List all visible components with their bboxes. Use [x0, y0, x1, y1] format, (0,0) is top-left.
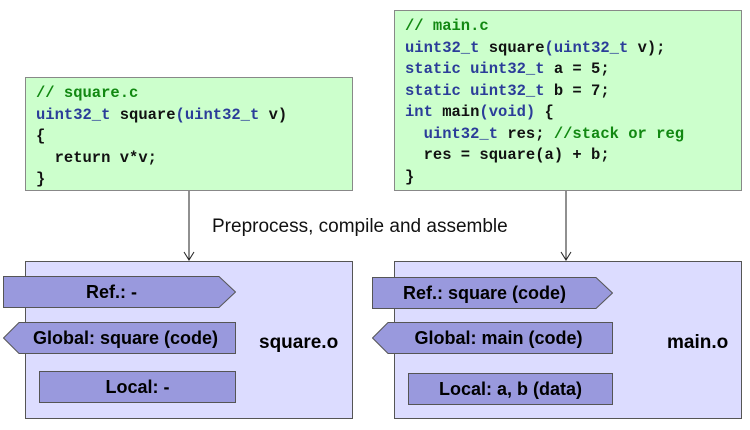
compile-caption: Preprocess, compile and assemble — [212, 216, 508, 237]
code-line: // square.c — [36, 83, 342, 105]
square-o-global-tag: Global: square (code) — [3, 322, 236, 354]
code-token: ( — [544, 38, 554, 57]
code-token: b = 7; — [544, 81, 610, 100]
code-line: uint32_t res; //stack or reg — [405, 124, 731, 146]
code-token: uint32_t — [184, 105, 260, 124]
code-token: v); — [628, 38, 666, 57]
global-arrow-shape — [372, 322, 613, 354]
code-token: ( — [175, 105, 185, 124]
code-token: uint32_t — [405, 38, 480, 57]
code-token: a = 5; — [544, 60, 610, 78]
square-o-local-label: Local: - — [105, 376, 170, 397]
code-token: uint32_t — [405, 124, 499, 143]
code-line: uint32_t square(uint32_t v); — [405, 38, 731, 60]
code-line: { — [36, 126, 342, 148]
code-token: (void) — [479, 103, 536, 121]
code-token: v) — [259, 105, 288, 124]
code-token: square — [479, 38, 545, 57]
main-o-local-label: Local: a, b (data) — [438, 378, 582, 399]
main-o-ref-label: Ref.: square (code) — [402, 282, 567, 303]
code-token: } — [405, 167, 415, 186]
code-token: main — [432, 103, 480, 121]
arrow-square-compile — [183, 191, 195, 261]
main-o-name: main.o — [667, 332, 729, 353]
code-token: square — [110, 105, 176, 124]
code-token: uint32_t — [36, 105, 111, 124]
square-o-name: square.o — [259, 332, 339, 353]
code-token: { — [535, 103, 554, 121]
code-line: static uint32_t a = 5; — [405, 59, 731, 81]
main-o-ref-tag: Ref.: square (code) — [372, 277, 613, 309]
code-token: res; — [498, 124, 554, 143]
main-o-global-tag: Global: main (code) — [372, 322, 613, 354]
code-line: int main(void) { — [405, 102, 731, 124]
code-line: res = square(a) + b; — [405, 145, 731, 167]
code-token: //stack or reg — [553, 124, 685, 143]
arrow-main-compile — [560, 191, 572, 261]
code-line: return v*v; — [36, 148, 342, 170]
code-line: // main.c — [405, 16, 731, 38]
code-token: // main.c — [405, 17, 489, 35]
global-arrow-shape — [3, 322, 236, 354]
square-o-ref-label: Ref.: - — [86, 281, 137, 302]
ref-arrow-shape — [3, 276, 236, 308]
code-token: static uint32_t — [405, 60, 545, 78]
code-token: int — [405, 103, 433, 121]
code-token: { — [36, 127, 46, 145]
square-o-global-label: Global: square (code) — [32, 327, 219, 348]
code-line: static uint32_t b = 7; — [405, 81, 731, 103]
code-token: return v*v; — [36, 148, 157, 167]
code-line: uint32_t square(uint32_t v) — [36, 105, 342, 127]
square-o-ref-tag: Ref.: - — [3, 276, 236, 308]
code-token: res = square(a) + b; — [405, 146, 610, 164]
ref-arrow-shape — [372, 277, 613, 309]
code-line: } — [36, 169, 342, 191]
square-o-local-tag: Local: - — [39, 371, 236, 403]
code-token: static uint32_t — [405, 81, 545, 100]
main-o-global-label: Global: main (code) — [414, 327, 583, 348]
code-line: } — [405, 167, 731, 189]
main-o-local-tag: Local: a, b (data) — [408, 373, 613, 405]
code-token: uint32_t — [553, 38, 629, 57]
code-token: } — [36, 170, 46, 188]
code-token: // square.c — [36, 84, 139, 102]
